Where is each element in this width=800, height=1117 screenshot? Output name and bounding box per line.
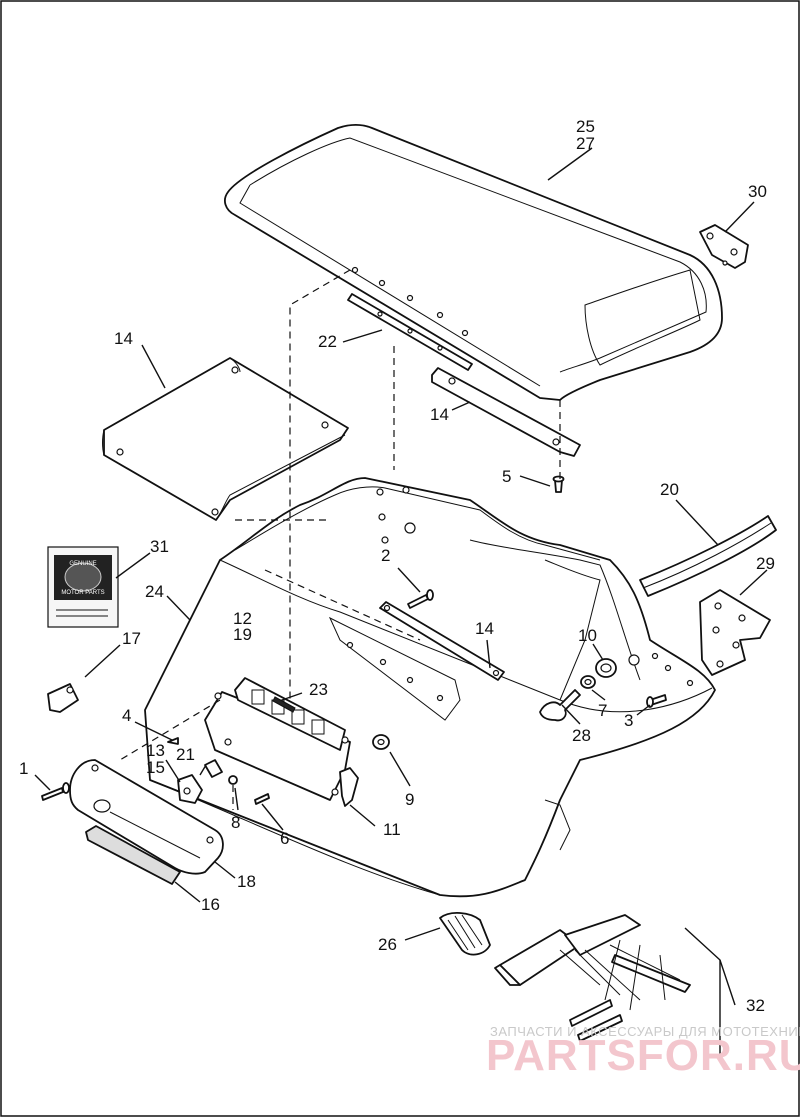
callout-1: 1 <box>19 759 28 778</box>
assembly-dash-lines <box>119 269 561 810</box>
screw-6 <box>254 793 270 805</box>
washer-7 <box>580 675 596 689</box>
callout-2: 2 <box>381 546 390 565</box>
lock-cylinder <box>177 774 203 804</box>
callout-24: 24 <box>145 582 164 601</box>
hinge-bracket <box>699 589 771 676</box>
callout-20: 20 <box>660 480 679 499</box>
latch-lever <box>339 767 359 807</box>
callout-30: 30 <box>748 182 767 201</box>
callout-31: 31 <box>150 537 169 556</box>
callout-19: 19 <box>233 625 252 644</box>
callout-11: 11 <box>383 820 401 839</box>
lid-bracket <box>699 224 749 269</box>
quick-release-pin <box>539 689 581 722</box>
callout-28: 28 <box>572 726 591 745</box>
callout-14-panel: 14 <box>114 329 133 348</box>
callout-8: 8 <box>231 813 240 832</box>
nut-9 <box>372 734 390 750</box>
screw-5 <box>552 475 565 493</box>
washer-29 <box>716 660 724 668</box>
latch-assembly <box>204 677 351 801</box>
badge-text-top: GENUINE <box>69 561 96 567</box>
badge-text-bottom: MOTOR PARTS <box>61 590 104 596</box>
reflector <box>85 825 181 885</box>
callout-29: 29 <box>756 554 775 573</box>
callout-32: 32 <box>746 996 765 1015</box>
screw-3 <box>646 694 667 708</box>
callout-26: 26 <box>378 935 397 954</box>
callout-13: 13 <box>146 741 165 760</box>
tool-kit <box>494 914 691 1042</box>
screw-4 <box>167 737 179 745</box>
callout-25: 25 <box>576 117 595 136</box>
callout-6: 6 <box>280 829 289 848</box>
callout-12: 12 <box>233 609 252 628</box>
callout-7: 7 <box>598 701 607 720</box>
key <box>47 683 79 713</box>
latch-cover <box>69 759 224 875</box>
watermark: ЗАПЧАСТИ И АКСЕССУАРЫ ДЛЯ МОТОТЕХНИКИ PA… <box>486 1024 800 1080</box>
grip-handle <box>439 912 491 956</box>
callout-labels: 25 27 30 22 14 14 5 20 29 2 14 24 31 17 … <box>19 117 775 1015</box>
callout-14-lid-strap: 14 <box>430 405 449 424</box>
washer-8 <box>228 775 238 785</box>
lid-support-strap <box>431 367 581 457</box>
lock-cam <box>204 759 223 778</box>
callout-3: 3 <box>624 711 633 730</box>
watermark-caption: ЗАПЧАСТИ И АКСЕССУАРЫ ДЛЯ МОТОТЕХНИКИ <box>490 1024 800 1039</box>
inner-liner-panel <box>102 357 349 521</box>
saddlebag-body <box>144 477 716 898</box>
callout-leaders <box>34 147 768 1058</box>
callout-18: 18 <box>237 872 256 891</box>
callout-5: 5 <box>502 467 511 486</box>
saddlebag-lid <box>224 124 723 401</box>
lid-stiffener-strip <box>347 293 473 371</box>
watermark-brand: PARTSFOR.RU <box>486 1031 800 1080</box>
callout-16: 16 <box>201 895 220 914</box>
callout-10: 10 <box>578 626 597 645</box>
edge-trim <box>639 515 777 597</box>
body-reinforcement-strap <box>379 601 505 681</box>
genuine-parts-badge: GENUINE MOTOR PARTS <box>47 546 119 628</box>
callout-23: 23 <box>309 680 328 699</box>
callout-4: 4 <box>122 706 131 725</box>
callout-21: 21 <box>176 745 195 764</box>
grommet-10 <box>595 658 617 678</box>
callout-27: 27 <box>576 134 595 153</box>
screw-2 <box>407 589 434 609</box>
callout-9: 9 <box>405 790 414 809</box>
screw-1 <box>41 782 70 801</box>
callout-22: 22 <box>318 332 337 351</box>
callout-15: 15 <box>146 758 165 777</box>
callout-14-body-strap: 14 <box>475 619 494 638</box>
callout-17: 17 <box>122 629 141 648</box>
